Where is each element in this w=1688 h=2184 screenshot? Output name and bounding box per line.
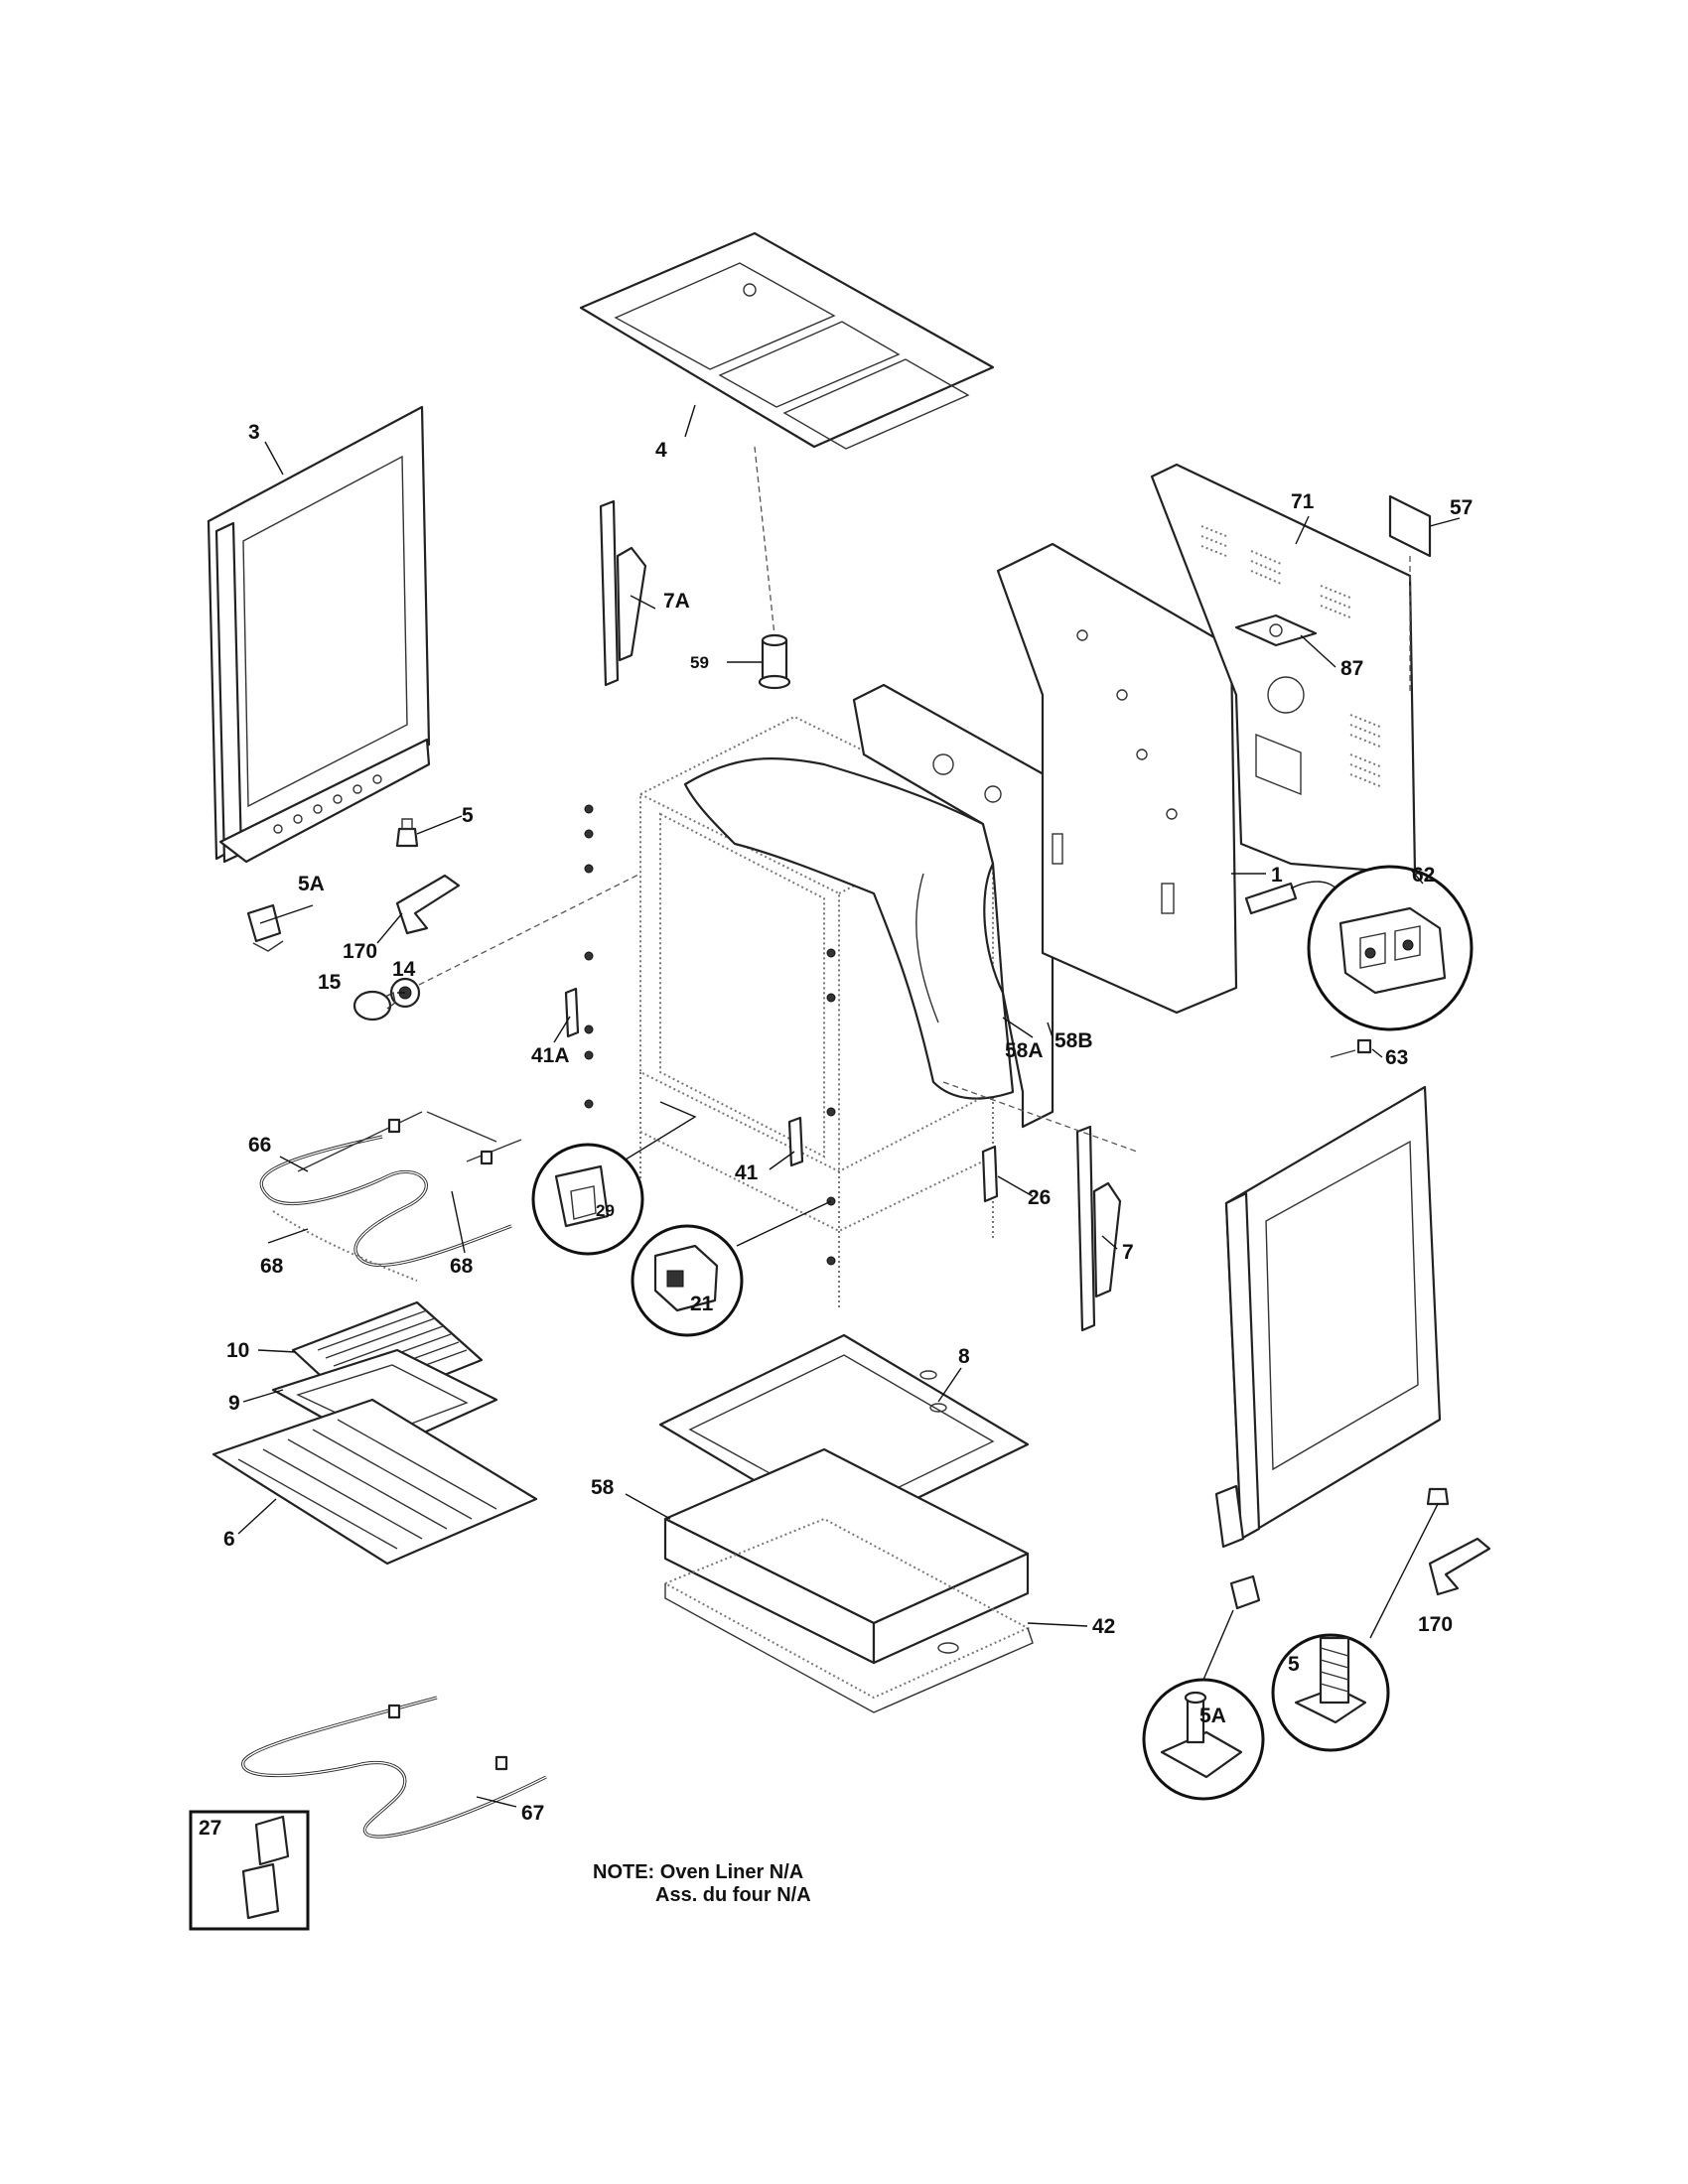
callout-170: 170 [343, 940, 377, 963]
callout-27: 27 [199, 1817, 221, 1840]
leader-line [736, 1200, 832, 1247]
vent-louvers [1200, 525, 1381, 787]
hinge-170-right [1428, 1537, 1491, 1596]
detail-bubble-5-right [1271, 1633, 1390, 1752]
callout-41a: 41A [531, 1044, 570, 1067]
callout-5-right: 5 [1288, 1653, 1300, 1676]
callout-10: 10 [226, 1339, 249, 1362]
insulation-68-edge [272, 1210, 418, 1282]
bracket-41a [564, 987, 580, 1038]
hinge-receiver-5a-right-small [1229, 1574, 1261, 1610]
detail-box-27 [189, 1810, 310, 1931]
hinge-arm-7a [599, 499, 647, 687]
callout-6: 6 [223, 1528, 235, 1551]
screw-63 [1330, 1038, 1372, 1058]
back-panel-1 [996, 542, 1238, 1015]
bracket-41 [787, 1116, 804, 1167]
leader-line [1369, 1503, 1439, 1639]
leader-lines [237, 404, 1461, 1808]
callout-58a: 58A [1005, 1039, 1044, 1062]
detail-bubble-5a-right [1142, 1678, 1265, 1801]
callout-170-right: 170 [1418, 1613, 1453, 1636]
leveler-5-left [395, 818, 419, 848]
leader-line [625, 1101, 697, 1160]
rear-panel-71 [1150, 463, 1417, 876]
detail-bubble-29 [531, 1143, 644, 1256]
leader-dash [754, 446, 775, 636]
callout-7a: 7A [663, 590, 690, 613]
callout-42: 42 [1092, 1615, 1115, 1638]
plate-87 [1234, 614, 1318, 647]
callout-57: 57 [1450, 496, 1473, 519]
callout-66: 66 [248, 1134, 271, 1157]
hinge-receiver-5a-left [246, 903, 284, 952]
callout-15: 15 [318, 971, 342, 994]
callout-21: 21 [690, 1293, 714, 1315]
left-door-part [207, 405, 431, 864]
hinge-arm-7 [1075, 1125, 1122, 1332]
bottom-shield-42 [662, 1517, 1034, 1713]
callout-41: 41 [735, 1161, 759, 1184]
callout-68-left: 68 [260, 1255, 284, 1278]
hinge-170-left [395, 874, 461, 935]
callout-8: 8 [958, 1345, 970, 1368]
detail-bubble-62 [1307, 865, 1474, 1031]
bake-element-66 [259, 1111, 522, 1268]
note-line-2: Ass. du four N/A [655, 1884, 811, 1906]
leader-line [1202, 1609, 1234, 1681]
terminal-block-small [1244, 882, 1298, 915]
callout-5a: 5A [298, 873, 325, 895]
top-panel-part [579, 231, 995, 450]
callout-59: 59 [690, 653, 709, 672]
note-block: NOTE: Oven Liner N/A Ass. du four N/A [593, 1861, 811, 1906]
callout-62: 62 [1412, 864, 1435, 887]
callout-87: 87 [1340, 657, 1363, 680]
callout-1: 1 [1271, 864, 1283, 887]
leader-dash [418, 873, 641, 986]
callout-14: 14 [392, 958, 416, 981]
right-door-part [1214, 1085, 1442, 1549]
insulation-58a [683, 756, 1015, 1100]
callout-9: 9 [228, 1392, 240, 1415]
callout-29: 29 [596, 1201, 615, 1220]
lamp-bulb-15 [352, 990, 396, 1022]
callout-4: 4 [655, 439, 667, 462]
oven-rack-6 [211, 1398, 538, 1566]
callout-71: 71 [1291, 490, 1315, 513]
callout-7: 7 [1122, 1241, 1134, 1264]
note-line-1: NOTE: Oven Liner N/A [593, 1861, 803, 1883]
leader-dash [942, 1081, 1138, 1153]
callout-63: 63 [1385, 1046, 1408, 1069]
clip-26 [981, 1145, 999, 1203]
callout-3: 3 [248, 421, 260, 444]
callout-58b: 58B [1055, 1029, 1093, 1052]
insulation-pad-58 [663, 1447, 1030, 1665]
callout-5: 5 [462, 804, 474, 827]
insulation-58b [852, 683, 1055, 1129]
callout-5a-right: 5A [1199, 1705, 1226, 1727]
callout-68-right: 68 [450, 1255, 474, 1278]
label-57 [1388, 494, 1432, 558]
detail-bubble-21 [631, 1224, 744, 1337]
callout-58: 58 [591, 1476, 615, 1499]
callout-67: 67 [521, 1802, 544, 1825]
callout-labels: 3 4 5 5A 170 14 15 7A 59 57 71 87 1 62 6… [199, 421, 1473, 1840]
callout-26: 26 [1028, 1186, 1051, 1209]
broil-element-67 [241, 1696, 547, 1839]
leveler-5-right-small [1426, 1487, 1450, 1506]
vent-tube-59 [758, 633, 791, 690]
